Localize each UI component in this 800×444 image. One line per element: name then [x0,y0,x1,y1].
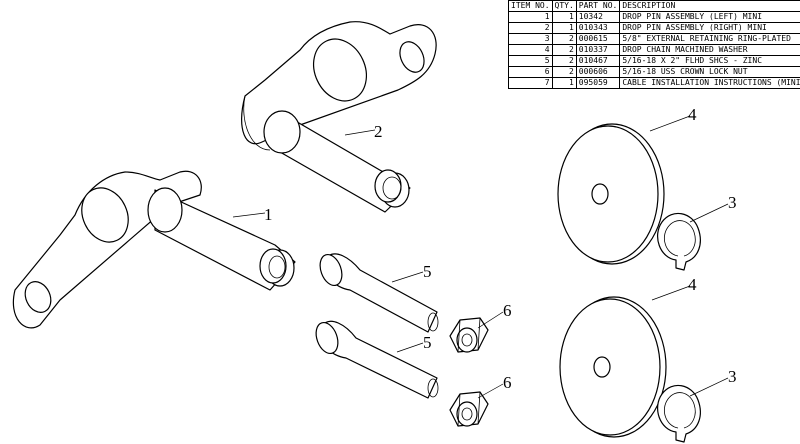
callout-5-lower: 5 [423,333,432,352]
callout-6-lower: 6 [503,373,512,392]
part-5-screw-upper [319,253,439,333]
bom-header-description: DESCRIPTION [619,0,800,12]
bom-row: 6 2 000606 5/16-18 USS CROWN LOCK NUT [508,66,800,78]
part-5-screw-lower [315,320,439,399]
bom-description: DROP CHAIN MACHINED WASHER [619,44,800,56]
part-6-nut-lower [449,391,489,427]
part-6-nut-upper [449,317,489,353]
bom-row: 2 1 010343 DROP PIN ASSEMBLY (RIGHT) MIN… [508,22,800,34]
bom-header-part: PART NO. [575,0,621,12]
bom-header-item: ITEM NO. [508,0,553,12]
callout-1: 1 [264,205,273,224]
bom-part-no: 10342 [575,11,621,23]
bom-qty: 2 [551,66,577,78]
bom-item-no: 3 [508,33,553,45]
callout-5-upper: 5 [423,262,432,281]
callout-4-lower: 4 [688,275,697,294]
callout-2: 2 [374,122,383,141]
bom-part-no: 000615 [575,33,621,45]
callout-leaders [232,115,729,399]
part-3-ring-lower [657,384,701,443]
bom-part-no: 010337 [575,44,621,56]
bom-item-no: 4 [508,44,553,56]
part-4-washer-lower [559,296,667,438]
bom-header-qty: QTY. [551,0,577,12]
bom-qty: 2 [551,55,577,67]
bom-qty: 1 [551,11,577,23]
callout-4-upper: 4 [688,105,697,124]
bom-description: 5/16-18 X 2" FLHD SHCS - ZINC [619,55,800,67]
bom-row: 4 2 010337 DROP CHAIN MACHINED WASHER [508,44,800,56]
bom-item-no: 2 [508,22,553,34]
bom-description: CABLE INSTALLATION INSTRUCTIONS (MINI) [619,77,800,89]
callout-3-upper: 3 [728,193,737,212]
callout-3-lower: 3 [728,367,737,386]
bom-qty: 2 [551,33,577,45]
bom-item-no: 5 [508,55,553,67]
bom-header-row: ITEM NO. QTY. PART NO. DESCRIPTION [508,0,800,12]
bom-description: DROP PIN ASSEMBLY (LEFT) MINI [619,11,800,23]
part-4-washer-upper [557,123,665,265]
bom-description: 5/8" EXTERNAL RETAINING RING-PLATED [619,33,800,45]
bom-row: 3 2 000615 5/8" EXTERNAL RETAINING RING-… [508,33,800,45]
bom-part-no: 010343 [575,22,621,34]
bom-part-no: 010467 [575,55,621,67]
bom-qty: 1 [551,77,577,89]
bom-part-no: 095059 [575,77,621,89]
part-1-drop-pin-left [12,170,296,329]
callout-6-upper: 6 [503,301,512,320]
part-2-drop-pin-right [241,21,437,213]
bom-row: 1 1 10342 DROP PIN ASSEMBLY (LEFT) MINI [508,11,800,23]
bom-item-no: 1 [508,11,553,23]
bom-item-no: 6 [508,66,553,78]
bom-row: 7 1 095059 CABLE INSTALLATION INSTRUCTIO… [508,77,800,89]
bom-row: 5 2 010467 5/16-18 X 2" FLHD SHCS - ZINC [508,55,800,67]
bom-item-no: 7 [508,77,553,89]
bom-description: DROP PIN ASSEMBLY (RIGHT) MINI [619,22,800,34]
bom-description: 5/16-18 USS CROWN LOCK NUT [619,66,800,78]
bom-part-no: 000606 [575,66,621,78]
bom-qty: 2 [551,44,577,56]
part-3-ring-upper [657,212,701,271]
bom-qty: 1 [551,22,577,34]
bill-of-materials-table: ITEM NO. QTY. PART NO. DESCRIPTION 1 1 1… [508,0,800,89]
